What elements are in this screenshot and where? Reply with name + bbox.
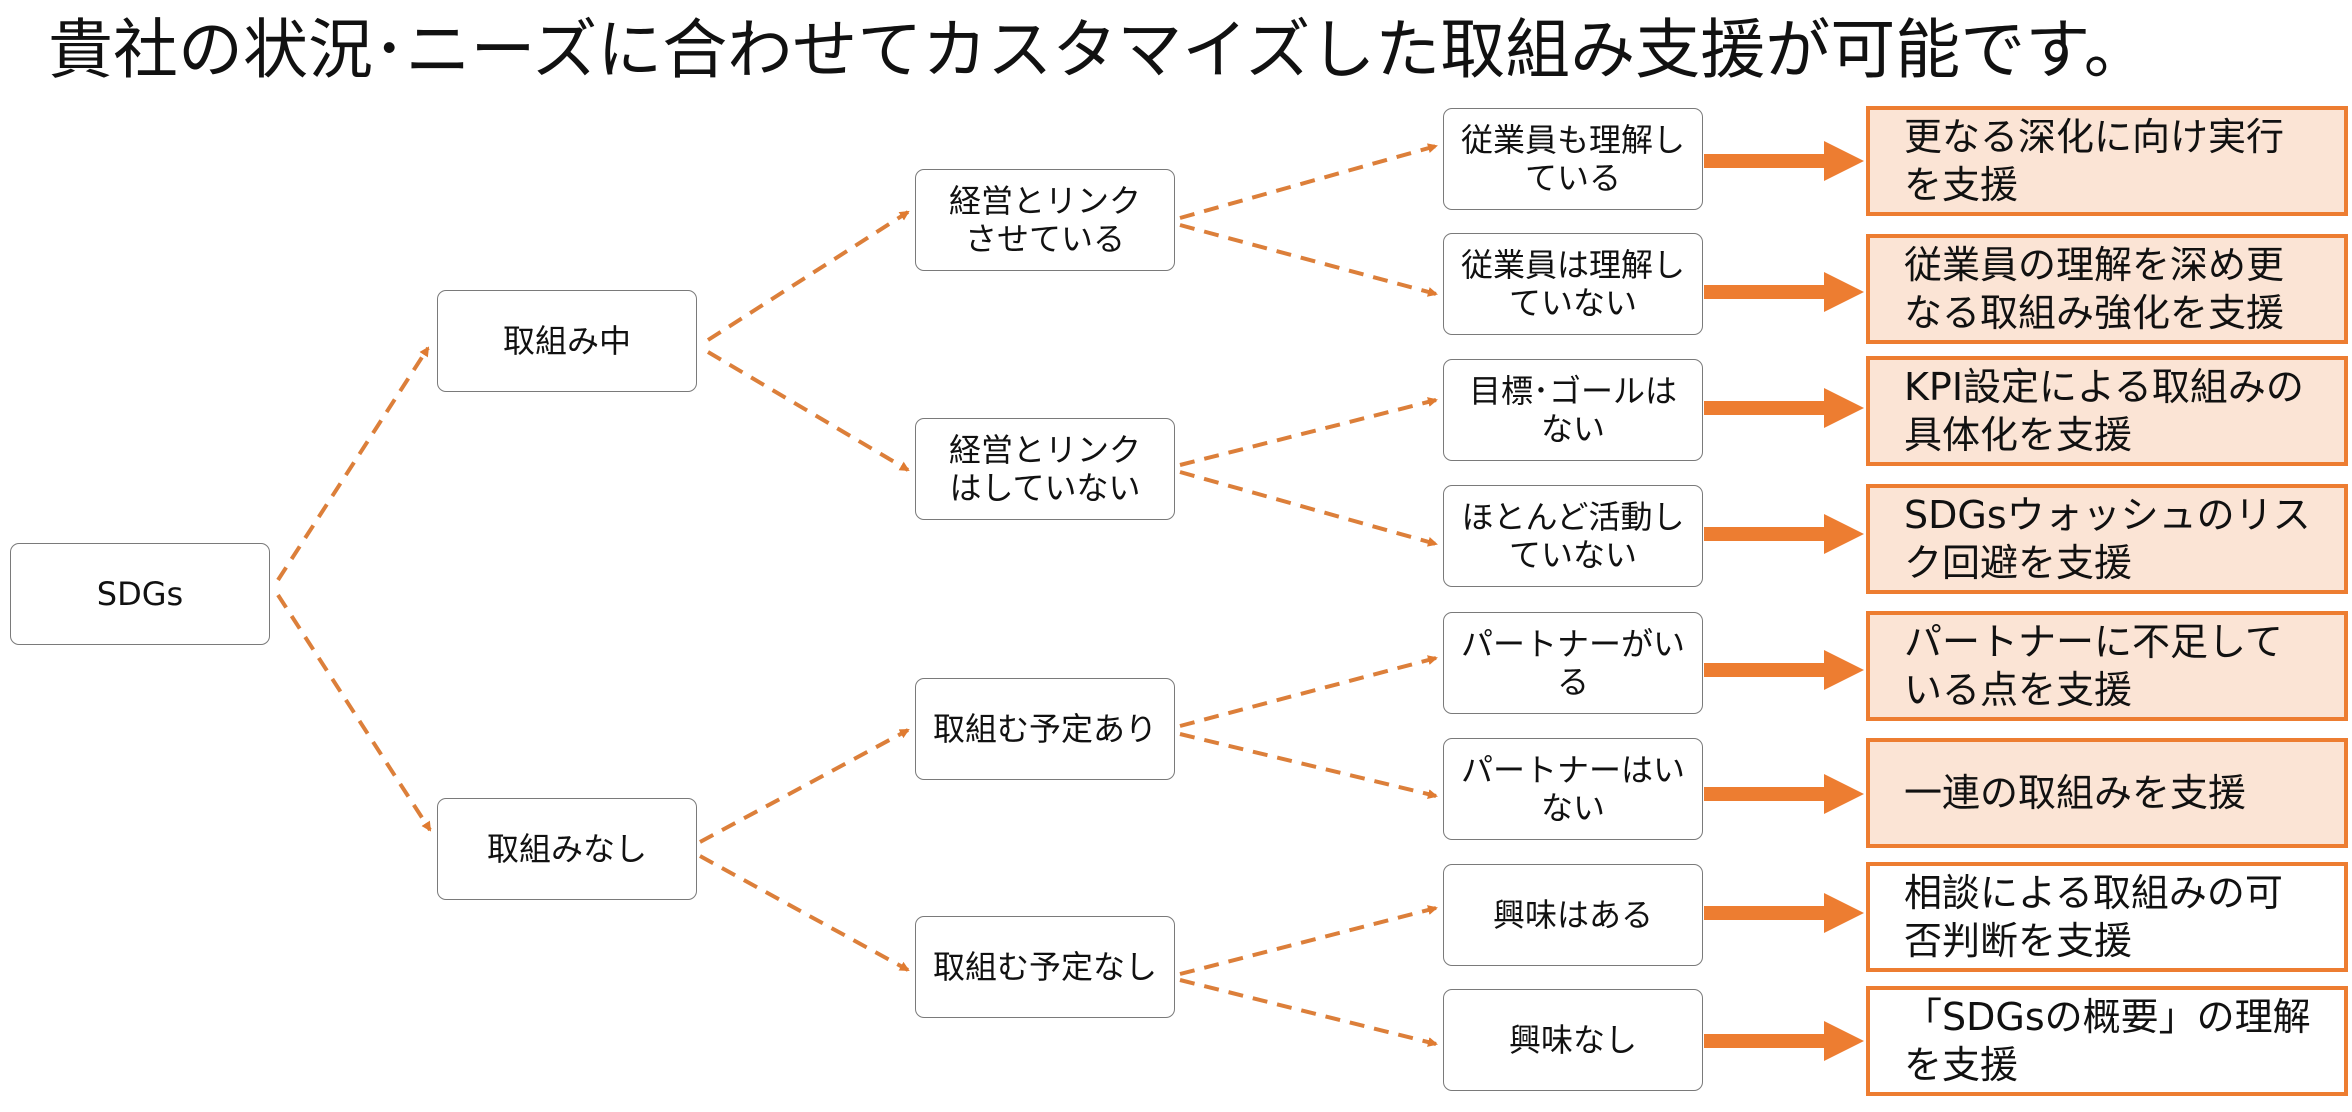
edge-active-to-notlinked: [706, 350, 910, 472]
edge-planned-to-nopartner: [1179, 732, 1438, 799]
node-no-partner: パートナーはいない: [1443, 738, 1703, 840]
node-staff-not-understand: 従業員は理解していない: [1443, 233, 1703, 335]
root-node-label: SDGs: [96, 575, 184, 613]
edge-linked-to-notunderstand: [1179, 223, 1438, 297]
support-label: パートナーに不足している点を支援: [1904, 620, 2283, 712]
node-label: 取組む予定なし: [932, 948, 1157, 986]
root-node: SDGs: [10, 543, 270, 645]
edge-root-to-active: [276, 346, 430, 582]
support-box-1: 更なる深化に向け実行を支援: [1866, 106, 2348, 216]
node-no-initiative: 取組みなし: [437, 798, 697, 900]
node-label: 目標･ゴールはない: [1468, 372, 1677, 448]
node-label: 経営とリンクはしていない: [948, 431, 1141, 507]
solid-arrow-2: [1704, 272, 1864, 312]
node-label: 取組み中: [502, 322, 631, 360]
support-box-8: 「SDGsの概要」の理解を支援: [1866, 986, 2348, 1096]
support-box-7: 相談による取組みの可否判断を支援: [1866, 862, 2348, 972]
node-label: パートナーがいる: [1460, 625, 1685, 701]
solid-arrow-3: [1704, 388, 1864, 428]
node-interested: 興味はある: [1443, 864, 1703, 966]
support-label: 一連の取組みを支援: [1904, 771, 2247, 815]
support-box-5: パートナーに不足している点を支援: [1866, 611, 2348, 721]
solid-arrow-5: [1704, 650, 1864, 690]
edge-notlinked-to-nogoal: [1179, 397, 1438, 467]
node-not-interested: 興味なし: [1443, 989, 1703, 1091]
edge-unplanned-to-interest: [1179, 905, 1438, 976]
solid-arrow-1: [1704, 141, 1864, 181]
solid-arrow-4: [1704, 514, 1864, 554]
node-label: パートナーはいない: [1460, 751, 1685, 827]
solid-arrow-7: [1704, 893, 1864, 933]
edge-active-to-linked: [706, 210, 910, 342]
edge-notlinked-to-noactivity: [1179, 470, 1438, 547]
support-box-6: 一連の取組みを支援: [1866, 738, 2348, 848]
node-not-planning: 取組む予定なし: [915, 916, 1175, 1018]
page-title: 貴社の状況･ニーズに合わせてカスタマイズした取組み支援が可能です。: [48, 13, 2149, 88]
node-has-partner: パートナーがいる: [1443, 612, 1703, 714]
solid-arrow-8: [1704, 1021, 1864, 1061]
node-linked-to-management: 経営とリンクさせている: [915, 169, 1175, 271]
edge-none-to-planned: [699, 728, 910, 844]
node-not-linked-to-management: 経営とリンクはしていない: [915, 418, 1175, 520]
node-label: ほとんど活動していない: [1461, 498, 1685, 574]
node-label: 従業員も理解している: [1460, 121, 1685, 197]
node-in-progress: 取組み中: [437, 290, 697, 392]
support-label: KPI設定による取組みの具体化を支援: [1904, 365, 2304, 457]
edge-none-to-unplanned: [699, 854, 910, 972]
support-label: 相談による取組みの可否判断を支援: [1904, 871, 2283, 963]
node-label: 経営とリンクさせている: [948, 182, 1141, 258]
support-box-2: 従業員の理解を深め更なる取組み強化を支援: [1866, 234, 2348, 344]
support-box-4: SDGsウォッシュのリスク回避を支援: [1866, 484, 2348, 594]
support-label: 更なる深化に向け実行を支援: [1904, 115, 2285, 207]
edge-unplanned-to-nointerest: [1179, 978, 1438, 1047]
edge-linked-to-understand: [1179, 143, 1438, 220]
node-no-goal: 目標･ゴールはない: [1443, 359, 1703, 461]
node-label: 従業員は理解していない: [1460, 246, 1685, 322]
node-planning: 取組む予定あり: [915, 678, 1175, 780]
solid-arrows: [1704, 141, 1864, 1061]
node-label: 取組む予定あり: [932, 710, 1157, 748]
support-box-3: KPI設定による取組みの具体化を支援: [1866, 356, 2348, 466]
node-label: 興味なし: [1508, 1021, 1637, 1059]
support-label: SDGsウォッシュのリスク回避を支援: [1904, 493, 2311, 585]
edge-planned-to-partner: [1179, 655, 1438, 728]
node-label: 興味はある: [1492, 896, 1653, 934]
node-little-activity: ほとんど活動していない: [1443, 485, 1703, 587]
support-label: 「SDGsの概要」の理解を支援: [1904, 995, 2311, 1087]
support-label: 従業員の理解を深め更なる取組み強化を支援: [1904, 243, 2285, 335]
node-staff-understand: 従業員も理解している: [1443, 108, 1703, 210]
edge-root-to-none: [276, 593, 432, 832]
node-label: 取組みなし: [486, 830, 647, 868]
solid-arrow-6: [1704, 774, 1864, 814]
